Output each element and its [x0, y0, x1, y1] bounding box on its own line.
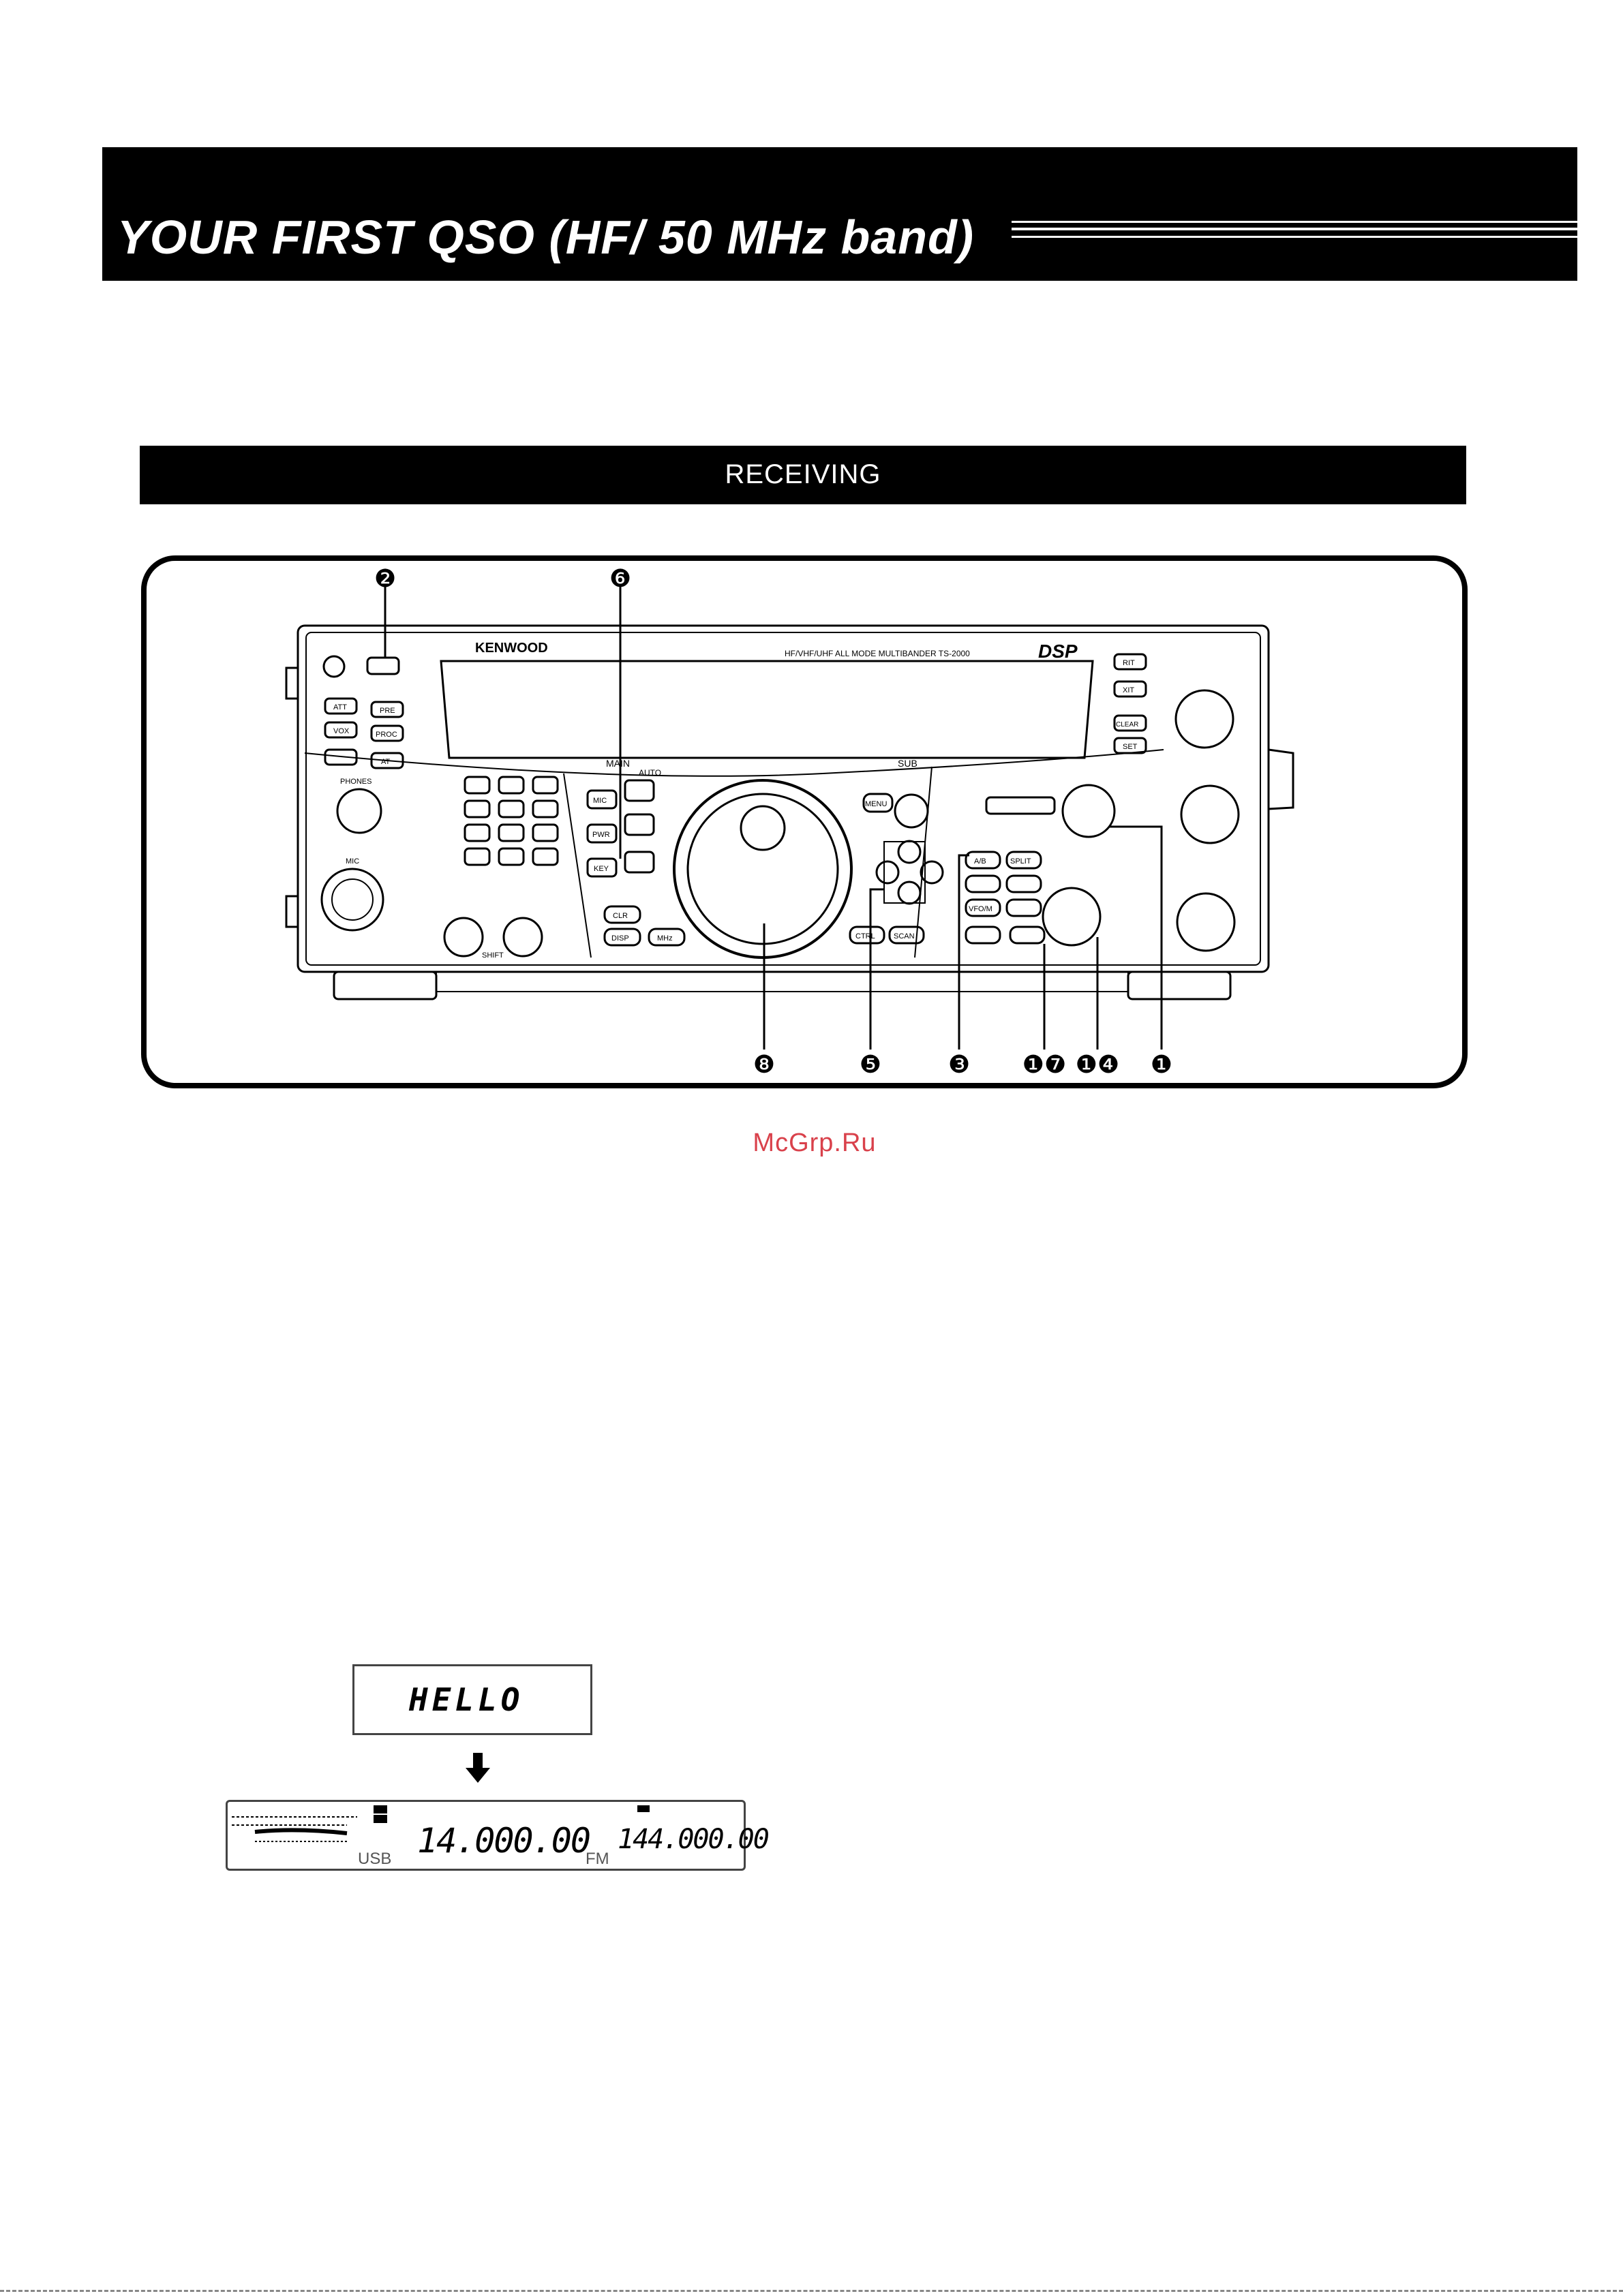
label-clear: CLEAR [1116, 721, 1138, 729]
width-knob [504, 918, 542, 956]
right-bracket [1269, 750, 1293, 809]
shift-knob [444, 918, 483, 956]
arrow-down-icon [466, 1753, 490, 1783]
multi-ch-knob [1181, 786, 1239, 843]
label-split: SPLIT [1010, 857, 1031, 866]
mic-connector [322, 869, 383, 930]
rit-sub-knob [1176, 690, 1233, 748]
section-heading: RECEIVING [140, 459, 1466, 490]
left-handle [286, 668, 298, 927]
label-menu: MENU [865, 800, 887, 808]
lcd-frequency-display: 14.000.00 144.000.00 USB FM [226, 1800, 746, 1871]
label-key: KEY [594, 865, 609, 873]
s-meter-scale [232, 1817, 357, 1825]
chapter-title-bar: YOUR FIRST QSO (HF/ 50 MHz band) [102, 147, 1577, 281]
callout-2: ❷ [374, 565, 396, 593]
callout-1-4: ❶❹ [1076, 1051, 1120, 1079]
foot-right [1128, 972, 1230, 999]
callout-leader [1109, 827, 1162, 1050]
lcd-indicator [638, 1806, 649, 1811]
label-shift: SHIFT [482, 951, 504, 960]
lcd-hello-text: HELLO [409, 1681, 524, 1718]
brand-logo: KENWOOD [475, 641, 548, 656]
title-rule [1012, 236, 1577, 238]
label-vox: VOX [333, 727, 350, 735]
phones-jack [337, 789, 381, 833]
label-sub: SUB [898, 758, 917, 769]
af-sub-knob [1177, 893, 1234, 951]
section-heading-bar: RECEIVING [140, 446, 1466, 504]
label-mhz: MHz [657, 934, 673, 943]
label-proc: PROC [376, 731, 397, 739]
label-auto: AUTO [639, 768, 661, 778]
radio-body [298, 626, 1269, 972]
page-bottom-edge [0, 2290, 1623, 2292]
main-sub-cross-pad [884, 842, 925, 903]
label-pre: PRE [380, 707, 395, 715]
label-mic-jack: MIC [346, 857, 359, 866]
rf-gain-knob [1063, 785, 1114, 837]
callout-3: ❸ [948, 1051, 970, 1079]
main-frequency: 14.000.00 [417, 1821, 590, 1861]
label-disp: DISP [611, 934, 629, 943]
main-display-window [441, 661, 1093, 758]
foot-left [334, 972, 436, 999]
label-pwr: PWR [592, 831, 610, 839]
sub-frequency: 144.000.00 [618, 1824, 768, 1855]
title-rule [1012, 228, 1577, 230]
label-rit: RIT [1123, 659, 1135, 667]
af-main-knob [1043, 888, 1100, 945]
callout-1: ❶ [1151, 1051, 1172, 1079]
callout-leader [870, 889, 884, 1050]
label-ctrl: CTRL [855, 932, 875, 940]
label-phones: PHONES [340, 778, 371, 786]
dial-finger-dimple [741, 806, 785, 850]
label-xit: XIT [1123, 686, 1134, 694]
label-clr: CLR [613, 912, 628, 920]
callout-6: ❻ [609, 565, 631, 593]
lcd-hello-display: HELLO [352, 1664, 592, 1735]
label-set: SET [1123, 743, 1138, 751]
bottom-rail [436, 972, 1128, 992]
panel-divider [305, 750, 1164, 776]
main-mode: USB [358, 1850, 391, 1869]
model-line: HF/VHF/UHF ALL MODE MULTIBANDER TS-2000 [785, 649, 970, 658]
label-ab: A/B [974, 857, 986, 866]
label-scan: SCAN [894, 932, 915, 940]
label-main: MAIN [606, 758, 630, 769]
lcd-indicator [374, 1816, 386, 1822]
callout-1-7: ❶❼ [1022, 1051, 1067, 1079]
chapter-title: YOUR FIRST QSO (HF/ 50 MHz band) [117, 210, 974, 264]
label-vfom: VFO/M [969, 905, 992, 913]
label-at: AT [381, 758, 391, 766]
sub-mode: FM [586, 1850, 609, 1869]
label-att: ATT [333, 703, 347, 711]
callout-8: ❽ [753, 1051, 775, 1079]
radio-front-panel-illustration: KENWOOD HF/VHF/UHF ALL MODE MULTIBANDER … [141, 555, 1468, 1088]
dsp-logo: DSP [1038, 641, 1078, 662]
lcd-indicator [374, 1806, 386, 1813]
s-meter-bar [255, 1830, 347, 1833]
callout-leader [959, 855, 969, 1050]
watermark: McGrp.Ru [682, 1129, 947, 1158]
main-tuning-dial [688, 794, 838, 944]
label-mic: MIC [593, 797, 607, 805]
callout-5: ❺ [860, 1051, 881, 1079]
title-rule [1012, 221, 1577, 223]
